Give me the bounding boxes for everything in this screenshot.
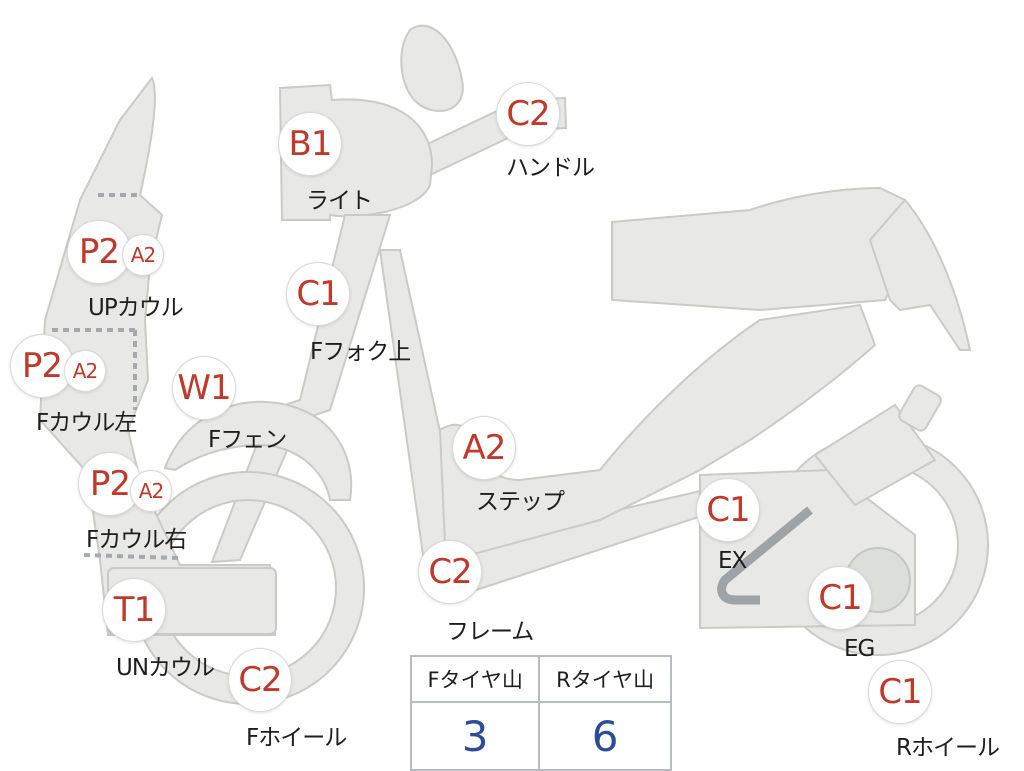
part-label: Fフォク上 [310, 339, 411, 365]
part-code-badge[interactable]: P2 [67, 220, 131, 284]
front-tire-header: Fタイヤ山 [409, 655, 541, 703]
part-subcode-badge[interactable]: A2 [122, 234, 164, 276]
part-code-badge[interactable]: C2 [418, 540, 482, 604]
part-label: Fホイール [246, 725, 347, 751]
shock-shape [813, 403, 937, 507]
part-code-badge[interactable]: C1 [696, 478, 760, 542]
part-label: UNカウル [116, 655, 215, 681]
part-label: フレーム [446, 619, 534, 645]
part-label: ハンドル [506, 155, 595, 181]
part-code-badge[interactable]: W1 [172, 356, 236, 420]
part-label: EX [718, 548, 747, 574]
part-subcode-badge[interactable]: A2 [130, 470, 172, 512]
mirror-shape [400, 24, 464, 112]
part-code-badge[interactable]: C1 [868, 660, 932, 724]
tire-tread-table: Fタイヤ山 Rタイヤ山 3 6 [409, 655, 672, 771]
part-code-badge[interactable]: C2 [496, 82, 560, 146]
part-code-badge[interactable]: C1 [286, 262, 350, 326]
part-code-badge[interactable]: C1 [808, 566, 872, 630]
part-label: ステップ [476, 489, 565, 515]
part-label: ライト [306, 188, 373, 214]
part-label: Rホイール [896, 735, 1000, 761]
part-subcode-badge[interactable]: A2 [64, 350, 106, 392]
part-code-badge[interactable]: P2 [10, 334, 74, 398]
front-tire-value: 3 [409, 701, 541, 771]
part-code-badge[interactable]: T1 [102, 578, 166, 642]
part-code-badge[interactable]: B1 [278, 112, 342, 176]
part-label: EG [844, 636, 875, 662]
exhaust-shape [717, 506, 813, 605]
tail-shape [868, 198, 972, 351]
part-label: Fフェン [208, 427, 287, 453]
table-header-row: Fタイヤ山 Rタイヤ山 [409, 655, 672, 703]
part-label: UPカウル [88, 295, 184, 321]
seat-shape [611, 186, 906, 312]
front-fender-shape [163, 400, 353, 501]
part-code-badge[interactable]: C2 [228, 648, 292, 712]
table-value-row: 3 6 [409, 701, 672, 771]
rear-tire-value: 6 [538, 701, 672, 771]
part-label: Fカウル右 [86, 527, 187, 553]
rear-tire-header: Rタイヤ山 [538, 655, 672, 703]
part-code-badge[interactable]: A2 [452, 416, 516, 480]
part-label: Fカウル左 [36, 410, 137, 436]
